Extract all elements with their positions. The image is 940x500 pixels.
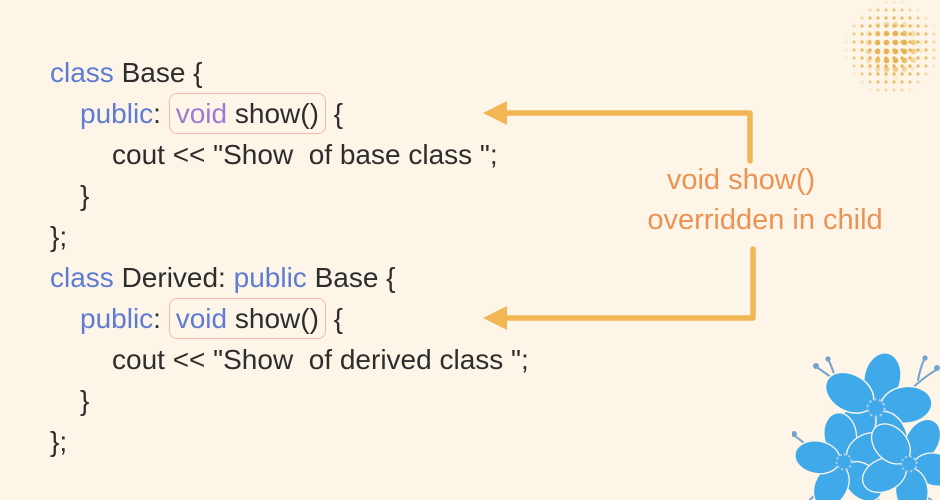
code-token: public bbox=[233, 262, 307, 293]
code-token: } bbox=[80, 180, 90, 211]
code-block: class Base {public: void show() {cout <<… bbox=[50, 52, 529, 462]
code-token: class bbox=[50, 262, 114, 293]
annotation-label: void show() overridden in child bbox=[600, 160, 930, 240]
code-token: class bbox=[50, 57, 114, 88]
code-token: { bbox=[325, 303, 344, 334]
code-line: }; bbox=[50, 421, 529, 462]
annotation-line2: overridden in child bbox=[647, 204, 883, 236]
code-token: }; bbox=[50, 221, 68, 252]
code-token: public bbox=[80, 303, 154, 334]
code-token: Base { bbox=[113, 57, 203, 88]
arrow-top-line bbox=[502, 110, 753, 164]
annotation-line1: void show() bbox=[666, 164, 816, 196]
code-token: Base { bbox=[306, 262, 396, 293]
code-line: public: void show() { bbox=[50, 298, 529, 339]
code-token: cout << "Show of base class "; bbox=[112, 139, 498, 170]
flower-decoration bbox=[792, 352, 940, 500]
code-line: class Derived: public Base { bbox=[50, 257, 529, 298]
code-token: public bbox=[80, 98, 154, 129]
code-token: void bbox=[175, 98, 228, 129]
code-token: cout << "Show of derived class "; bbox=[112, 344, 529, 375]
arrow-top-head-icon bbox=[483, 101, 507, 125]
code-line: class Base { bbox=[50, 52, 529, 93]
code-token: }; bbox=[50, 426, 68, 457]
code-line: cout << "Show of derived class "; bbox=[50, 339, 529, 380]
flower-bottom-right bbox=[861, 418, 940, 500]
void-show-highlight-box: void show() bbox=[168, 93, 326, 134]
arrow-bottom-head-icon bbox=[483, 306, 507, 330]
code-token: show() bbox=[227, 98, 319, 129]
arrow-bottom-line bbox=[502, 246, 756, 321]
halftone-dots-decoration bbox=[842, 0, 940, 98]
code-token: : bbox=[153, 98, 169, 129]
code-line: public: void show() { bbox=[50, 93, 529, 134]
code-token: : bbox=[153, 303, 169, 334]
code-token: } bbox=[80, 385, 90, 416]
code-line: } bbox=[50, 380, 529, 421]
code-token: Derived: bbox=[113, 262, 234, 293]
code-line: } bbox=[50, 175, 529, 216]
halftone-big-dots bbox=[842, 0, 940, 98]
code-token: void bbox=[175, 303, 228, 334]
code-token: { bbox=[325, 98, 344, 129]
code-line: cout << "Show of base class "; bbox=[50, 134, 529, 175]
code-token: show() bbox=[227, 303, 319, 334]
void-show-highlight-box: void show() bbox=[168, 298, 326, 339]
code-line: }; bbox=[50, 216, 529, 257]
